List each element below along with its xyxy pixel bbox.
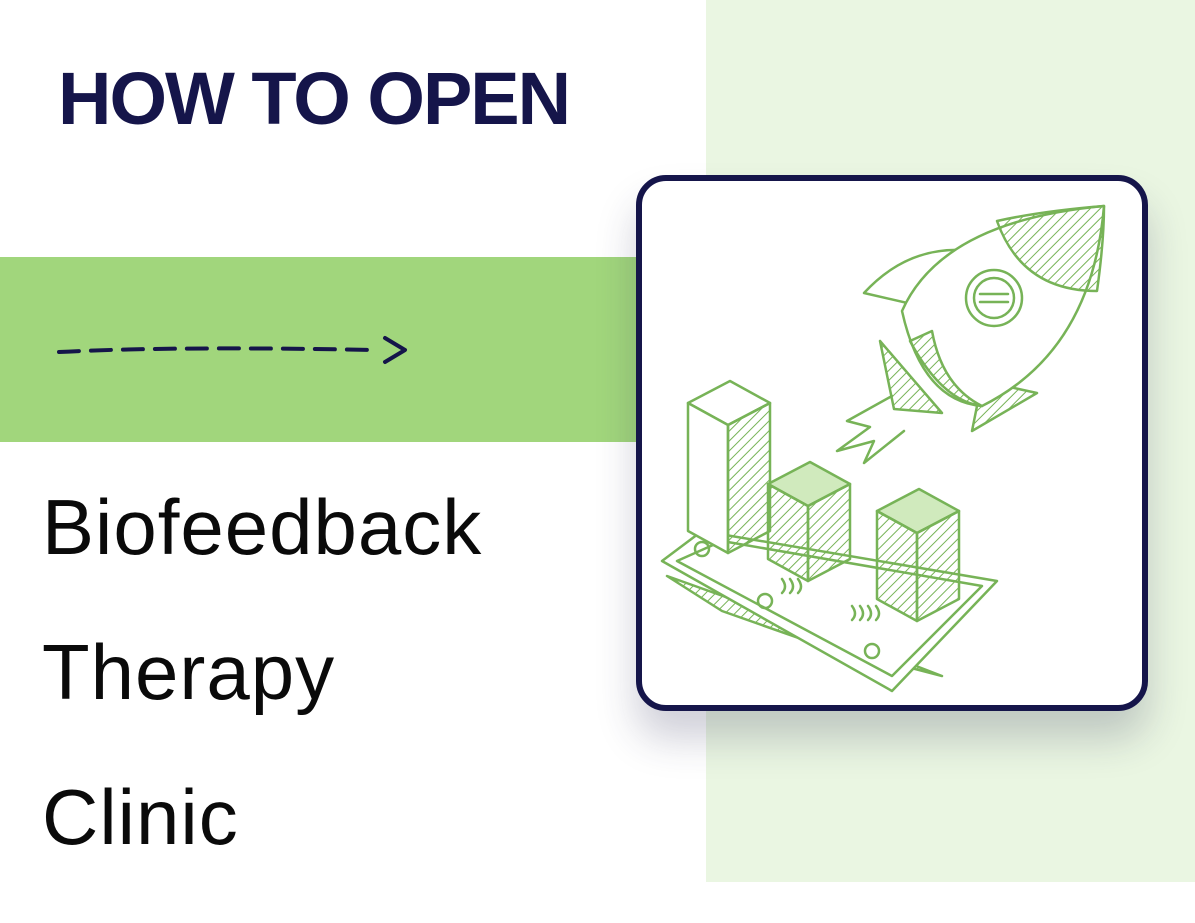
- title-line: Clinic: [42, 773, 239, 861]
- bar-chart-icon: [686, 379, 961, 623]
- rocket-icon: [835, 204, 1106, 465]
- page-title: Biofeedback Therapy Clinic: [42, 488, 482, 923]
- title-line: Biofeedback: [42, 483, 483, 571]
- growth-illustration: [660, 204, 1106, 693]
- title-line: Therapy: [42, 628, 336, 716]
- illustration-card: [636, 175, 1148, 711]
- kicker-heading: HOW TO OPEN: [58, 57, 571, 140]
- dashed-arrow-icon: [57, 336, 407, 364]
